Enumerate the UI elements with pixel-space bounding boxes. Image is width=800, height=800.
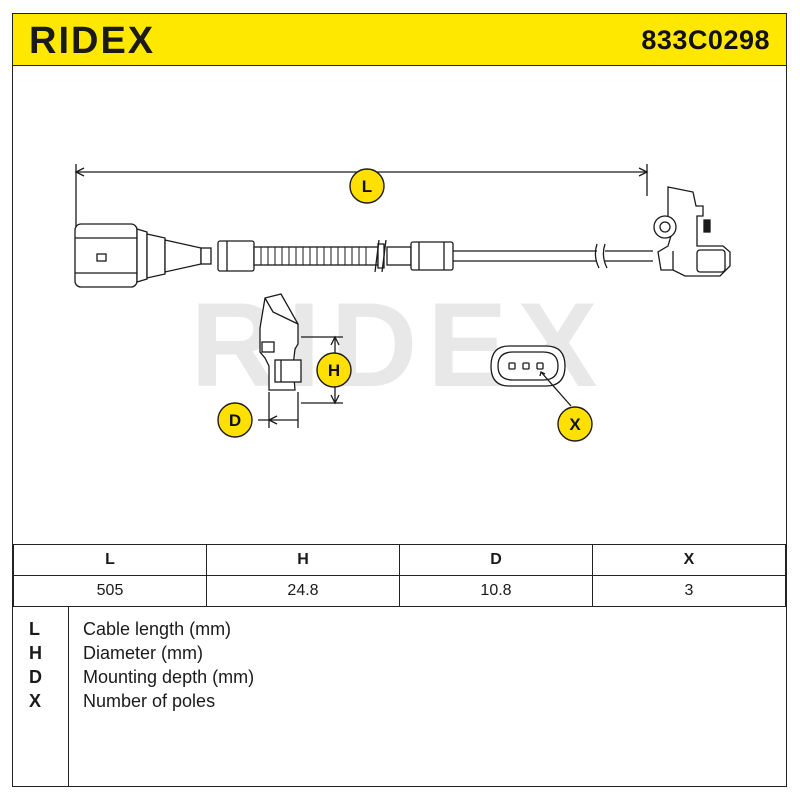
badge-height: H xyxy=(316,352,352,388)
badge-poles-label: X xyxy=(569,415,581,434)
spec-value-h: 24.8 xyxy=(206,575,400,607)
legend-row-d: D Mounting depth (mm) xyxy=(13,667,786,691)
cable xyxy=(453,243,653,269)
brand-logo-text: RIDEX xyxy=(29,20,155,60)
badge-depth: D xyxy=(217,402,253,438)
legend-row-h: H Diameter (mm) xyxy=(13,643,786,667)
legend: L Cable length (mm) H Diameter (mm) D Mo… xyxy=(13,607,786,787)
spec-header-d: D xyxy=(399,544,593,576)
legend-key: D xyxy=(29,667,42,687)
spec-table-value-row: 505 24.8 10.8 3 xyxy=(13,575,786,607)
spec-table-header-row: L H D X xyxy=(13,544,786,576)
spec-value-d: 10.8 xyxy=(399,575,593,607)
badge-depth-label: D xyxy=(229,411,241,430)
sensor-side-view xyxy=(259,293,302,391)
legend-description: Diameter (mm) xyxy=(83,643,203,663)
legend-key: L xyxy=(29,619,40,639)
sensor-head xyxy=(653,186,731,277)
badge-length-label: L xyxy=(362,177,372,196)
spec-header-l: L xyxy=(13,544,207,576)
legend-divider xyxy=(68,607,69,787)
watermark-text: RIDEX xyxy=(191,278,608,412)
legend-row-l: L Cable length (mm) xyxy=(13,619,786,643)
legend-description: Mounting depth (mm) xyxy=(83,667,255,687)
brand-logo: RIDEX xyxy=(29,20,155,60)
product-sheet: RIDEX 833C0298 RIDEX xyxy=(12,13,787,787)
spec-header-h: H xyxy=(206,544,400,576)
connector-face-view xyxy=(490,345,572,407)
connector-plug xyxy=(74,223,212,288)
spec-value-l: 505 xyxy=(13,575,207,607)
legend-description: Cable length (mm) xyxy=(83,619,232,639)
spec-header-x: X xyxy=(592,544,786,576)
part-number: 833C0298 xyxy=(641,25,770,55)
legend-key: H xyxy=(29,643,42,663)
badge-length: L xyxy=(349,168,385,204)
spec-value-x: 3 xyxy=(592,575,786,607)
legend-row-x: X Number of poles xyxy=(13,691,786,715)
badge-height-label: H xyxy=(328,361,340,380)
legend-description: Number of poles xyxy=(83,691,216,711)
badge-poles: X xyxy=(557,406,593,442)
spec-table: L H D X 505 24.8 10.8 3 xyxy=(13,544,786,607)
technical-drawing: RIDEX xyxy=(74,164,731,442)
legend-key: X xyxy=(29,691,42,711)
header-bar: RIDEX 833C0298 xyxy=(13,14,786,66)
corrugated-sleeve xyxy=(217,239,454,273)
